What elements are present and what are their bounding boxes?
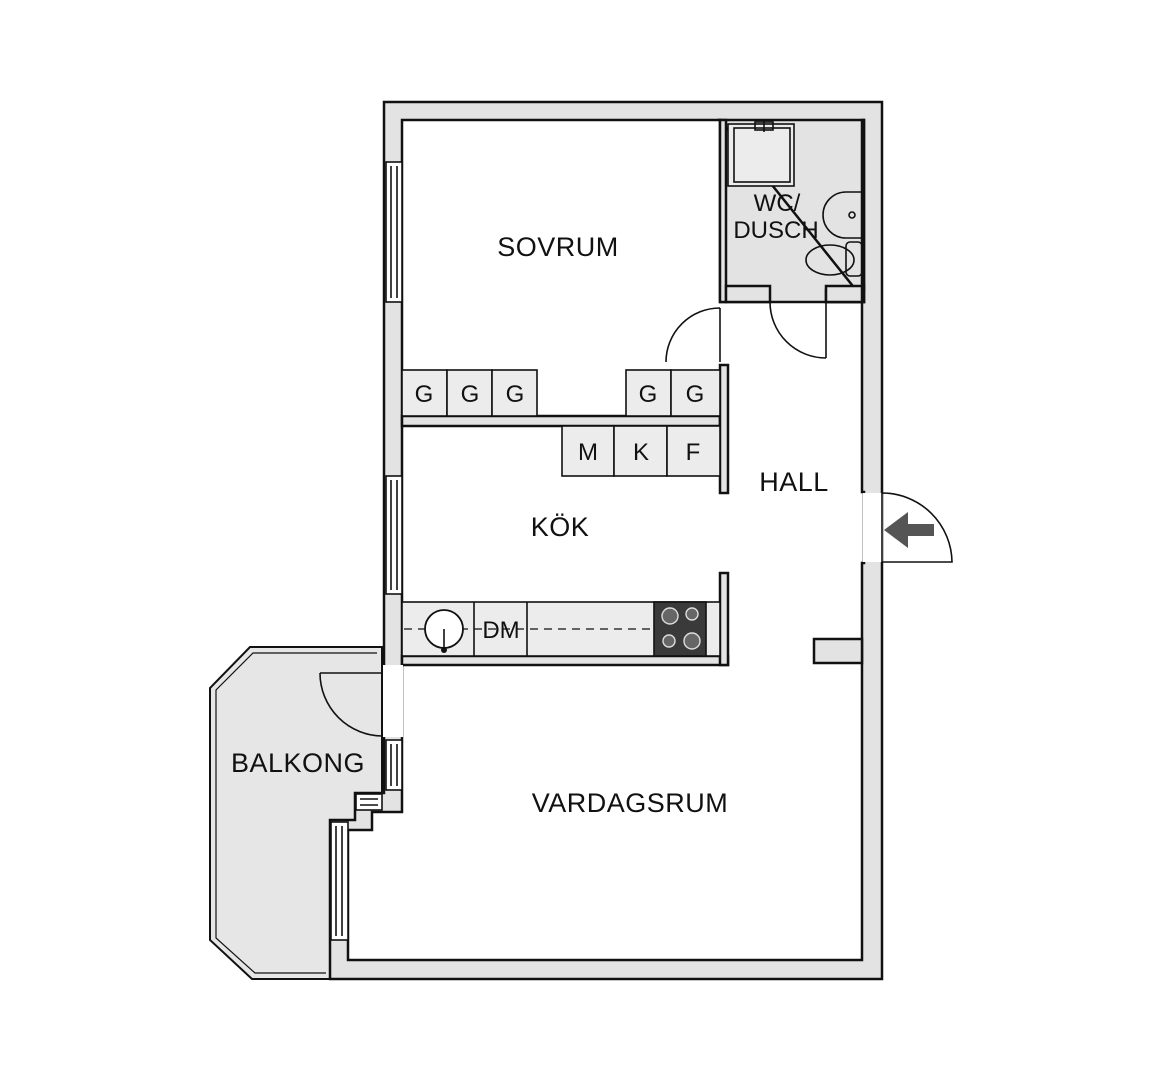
sink-icon	[424, 609, 464, 653]
closet-label: G	[461, 381, 480, 408]
closet-label: G	[686, 381, 705, 408]
room-label-sovrum: SOVRUM	[497, 232, 619, 262]
room-label-vardagsrum: VARDAGSRUM	[532, 788, 729, 818]
shower-icon	[727, 120, 795, 187]
closets: G G G G G	[401, 369, 721, 417]
closet-label: G	[639, 381, 658, 408]
room-label-balkong: BALKONG	[231, 748, 365, 778]
kitchen-units: M K F	[561, 425, 721, 477]
entrance-arrow-icon	[884, 512, 934, 548]
kitchen-unit-label: F	[686, 439, 701, 466]
dishwasher-label: DM	[482, 617, 519, 644]
room-label-kok: KÖK	[531, 512, 590, 542]
washbasin-icon	[822, 191, 862, 239]
room-label-wc: WC/	[754, 190, 801, 217]
toilet-icon	[805, 241, 863, 277]
stove-icon	[653, 601, 707, 657]
kitchen-unit-label: K	[633, 439, 649, 466]
windows	[330, 161, 403, 941]
kitchen-unit-label: M	[578, 439, 598, 466]
room-label-dusch: DUSCH	[733, 217, 818, 244]
doors	[319, 301, 953, 737]
closet-label: G	[506, 381, 525, 408]
room-label-hall: HALL	[759, 467, 829, 497]
closet-label: G	[415, 381, 434, 408]
